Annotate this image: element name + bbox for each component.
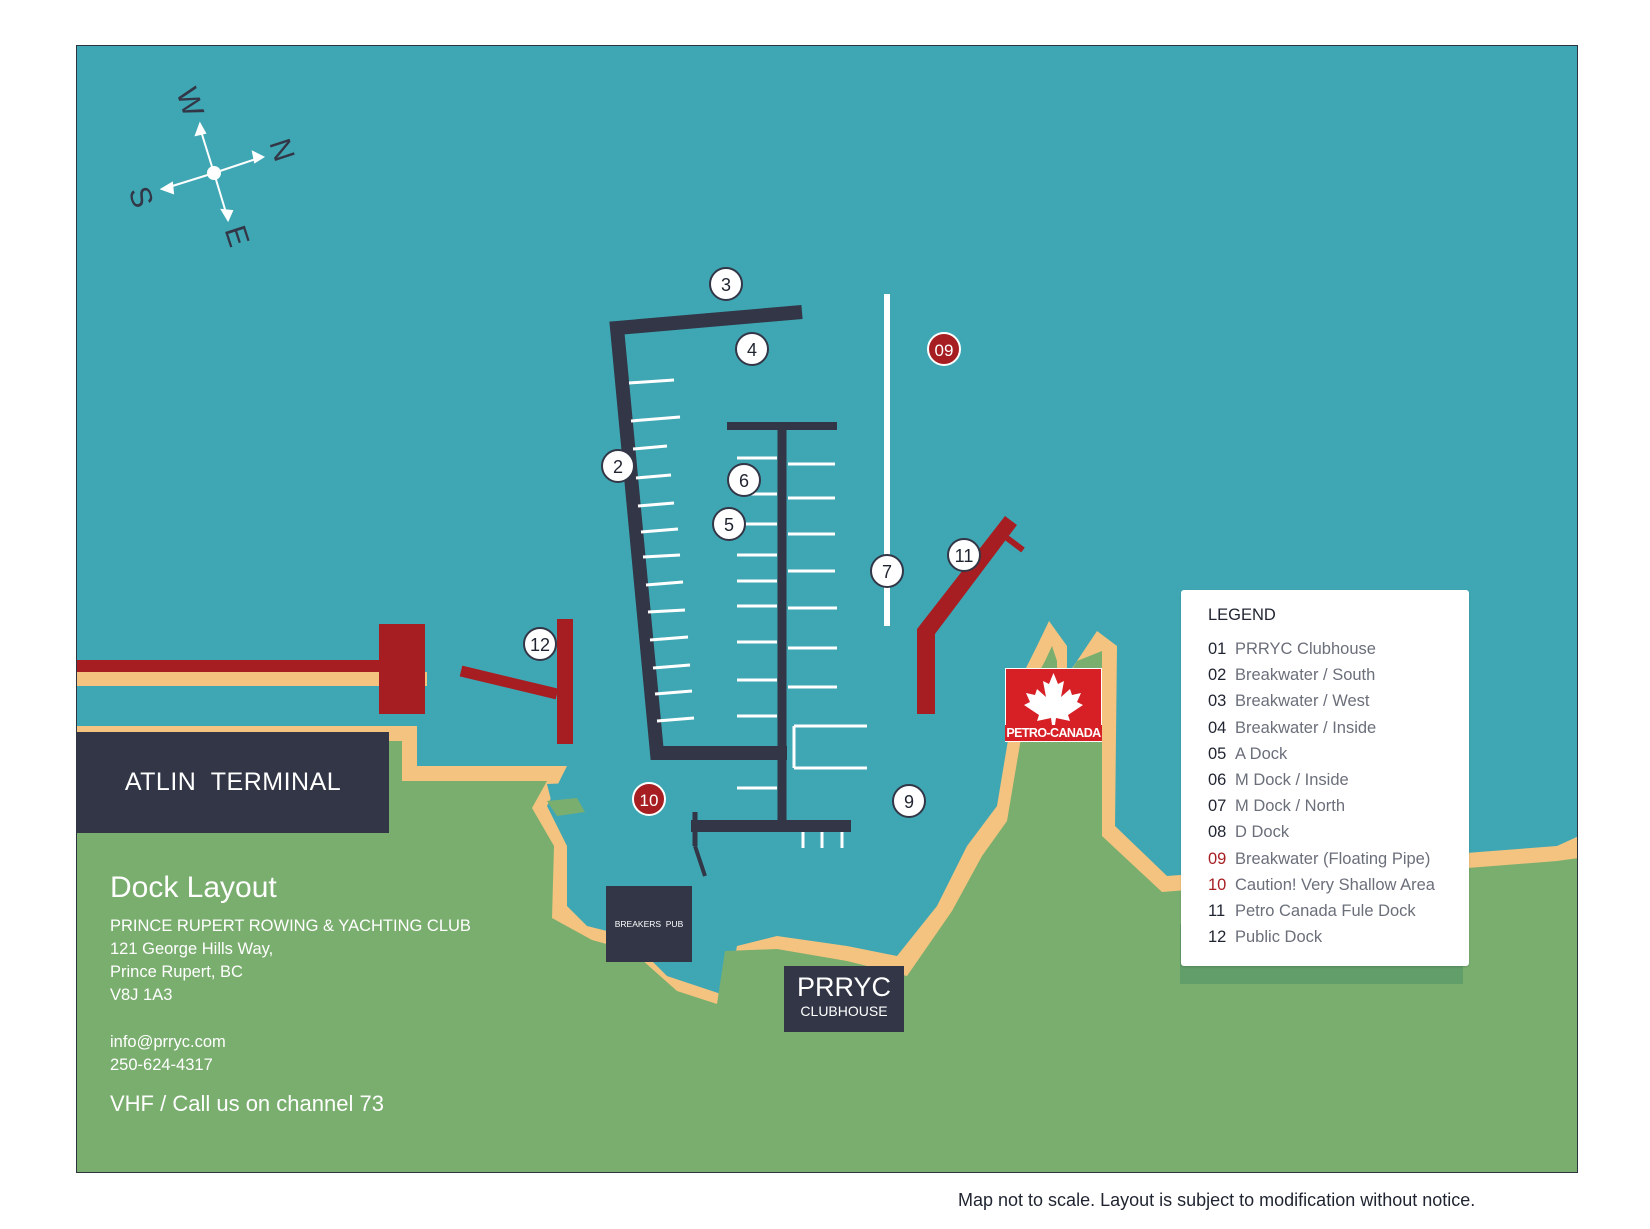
svg-text:09: 09: [935, 341, 954, 360]
atlin-terminal-label: ATLIN TERMINAL: [124, 768, 342, 796]
marker-9[interactable]: 9: [892, 784, 926, 818]
page-title: Dock Layout: [110, 871, 277, 904]
marker-10[interactable]: 10: [632, 782, 666, 816]
petro-canada-wordmark: PETRO-CANADA: [1005, 725, 1102, 741]
club-info: Dock Layout PRINCE RUPERT ROWING & YACHT…: [110, 871, 471, 1117]
svg-text:5: 5: [724, 515, 734, 535]
svg-text:2: 2: [613, 457, 623, 477]
breakwater-west-south: [609, 305, 803, 760]
compass-center: [207, 166, 221, 180]
breakers-pub-label: BREAKERS PUB: [614, 919, 684, 929]
slip: [654, 689, 693, 696]
compass-arrow-s: [165, 172, 215, 189]
postal-code: V8J 1A3: [110, 986, 173, 1004]
slip: [635, 473, 672, 480]
arrowhead-icon: [159, 181, 175, 195]
marker-2[interactable]: 2: [601, 449, 635, 483]
arrowhead-icon: [194, 121, 207, 137]
marker-5[interactable]: 5: [712, 507, 746, 541]
marker-11[interactable]: 11: [947, 538, 981, 572]
d-dock-ramp: [693, 845, 707, 877]
compass-arrow-n: [213, 157, 260, 174]
marker-12[interactable]: 12: [523, 627, 557, 661]
legend-heading: LEGEND: [1208, 606, 1276, 624]
public-dock: [557, 619, 573, 744]
fuel-dock-spur: [1005, 535, 1025, 553]
marker-09[interactable]: 09: [927, 332, 961, 366]
svg-text:3: 3: [721, 275, 731, 295]
svg-text:11: 11: [955, 546, 974, 566]
svg-text:10: 10: [640, 791, 659, 810]
slip: [645, 580, 684, 587]
clubhouse-name: PRRYC: [796, 972, 892, 1002]
marker-4[interactable]: 4: [735, 332, 769, 366]
clubhouse-sub: CLUBHOUSE: [800, 1003, 888, 1019]
slip: [642, 553, 681, 559]
svg-text:12: 12: [530, 635, 550, 655]
slip: [628, 378, 675, 385]
terminal-pier: [379, 624, 425, 714]
svg-text:4: 4: [747, 340, 757, 360]
svg-text:7: 7: [882, 562, 892, 582]
map-markers: 3 4 09 2 6 5 7: [523, 267, 981, 818]
maple-leaf-icon: [1024, 673, 1083, 725]
docks: [609, 305, 851, 877]
vhf-channel: VHF / Call us on channel 73: [110, 1091, 384, 1116]
small-pond: [547, 798, 585, 816]
slip: [649, 635, 689, 642]
slip: [656, 716, 695, 723]
arrowhead-icon: [251, 150, 266, 164]
public-dock-arm: [459, 665, 559, 700]
org-name: PRINCE RUPERT ROWING & YACHTING CLUB: [110, 917, 471, 935]
phone-number[interactable]: 250-624-4317: [110, 1056, 213, 1074]
marker-6[interactable]: 6: [727, 463, 761, 497]
compass-arrow-e: [213, 172, 228, 217]
slip: [640, 527, 679, 534]
address-line-2: Prince Rupert, BC: [110, 963, 243, 981]
slip: [652, 663, 691, 670]
slip: [647, 608, 686, 614]
arrowhead-icon: [220, 208, 234, 223]
svg-text:9: 9: [904, 792, 914, 812]
compass-arrow-w: [199, 127, 215, 174]
prryc-clubhouse: PRRYC CLUBHOUSE: [784, 966, 904, 1032]
breakers-pub: BREAKERS PUB: [606, 886, 692, 962]
address-line-1: 121 George Hills Way,: [110, 940, 274, 958]
map-frame: W N S E 3 4 09 2 6: [76, 45, 1578, 1173]
marker-7[interactable]: 7: [870, 554, 904, 588]
email-link[interactable]: info@prryc.com: [110, 1033, 226, 1051]
slip: [630, 415, 681, 423]
disclaimer-footnote: Map not to scale. Layout is subject to m…: [958, 1190, 1476, 1210]
slip: [637, 501, 675, 508]
terminal-breakwater: [77, 660, 385, 672]
svg-text:6: 6: [739, 471, 749, 491]
petro-canada-logo: PETRO-CANADA: [1005, 668, 1102, 742]
fuel-dock: [917, 516, 1017, 714]
land: [77, 646, 1577, 1172]
terminal-shore-strip: [77, 672, 427, 686]
marker-3[interactable]: 3: [709, 267, 743, 301]
slip: [632, 444, 668, 451]
atlin-terminal: ATLIN TERMINAL: [77, 732, 389, 833]
